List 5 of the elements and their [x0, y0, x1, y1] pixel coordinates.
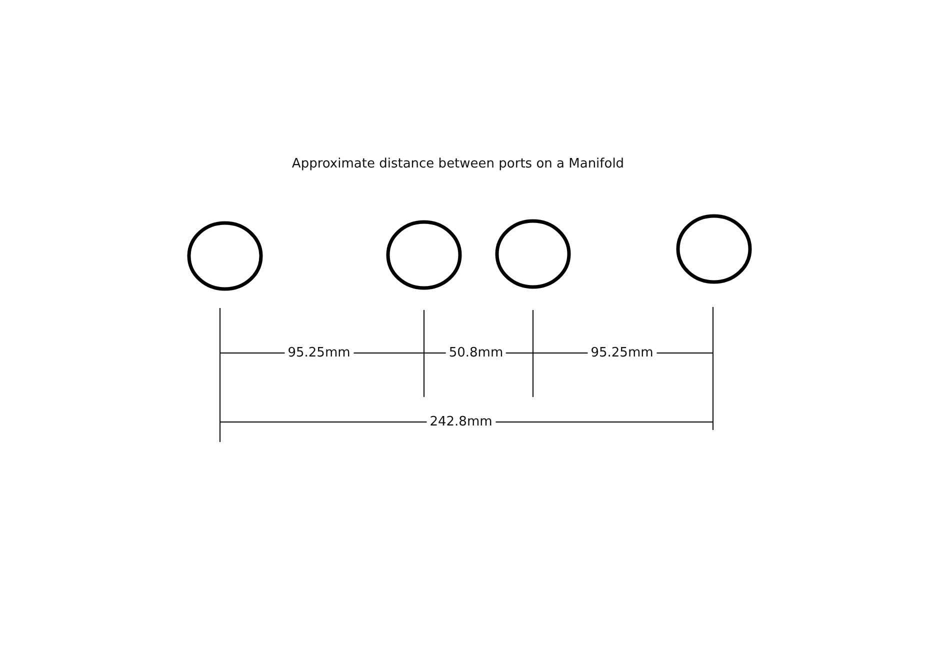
- diagram-title: Approximate distance between ports on a Manifold: [292, 156, 624, 172]
- port-circle: [675, 213, 753, 285]
- port-circle: [494, 218, 572, 290]
- port-circle: [385, 219, 463, 291]
- port-circle: [186, 220, 264, 292]
